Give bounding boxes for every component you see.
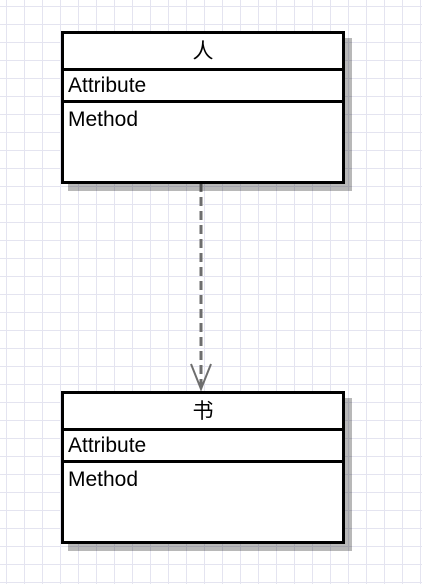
class-name: 人 (64, 34, 342, 71)
dependency-arrowhead (190, 363, 212, 392)
class-attribute: Attribute (64, 71, 342, 103)
class-attribute: Attribute (64, 431, 342, 463)
class-box-book[interactable]: 书 Attribute Method (61, 391, 345, 544)
class-method: Method (68, 468, 139, 491)
class-box-person[interactable]: 人 Attribute Method (61, 31, 345, 184)
class-name: 书 (64, 394, 342, 431)
class-method: Method (68, 108, 139, 131)
